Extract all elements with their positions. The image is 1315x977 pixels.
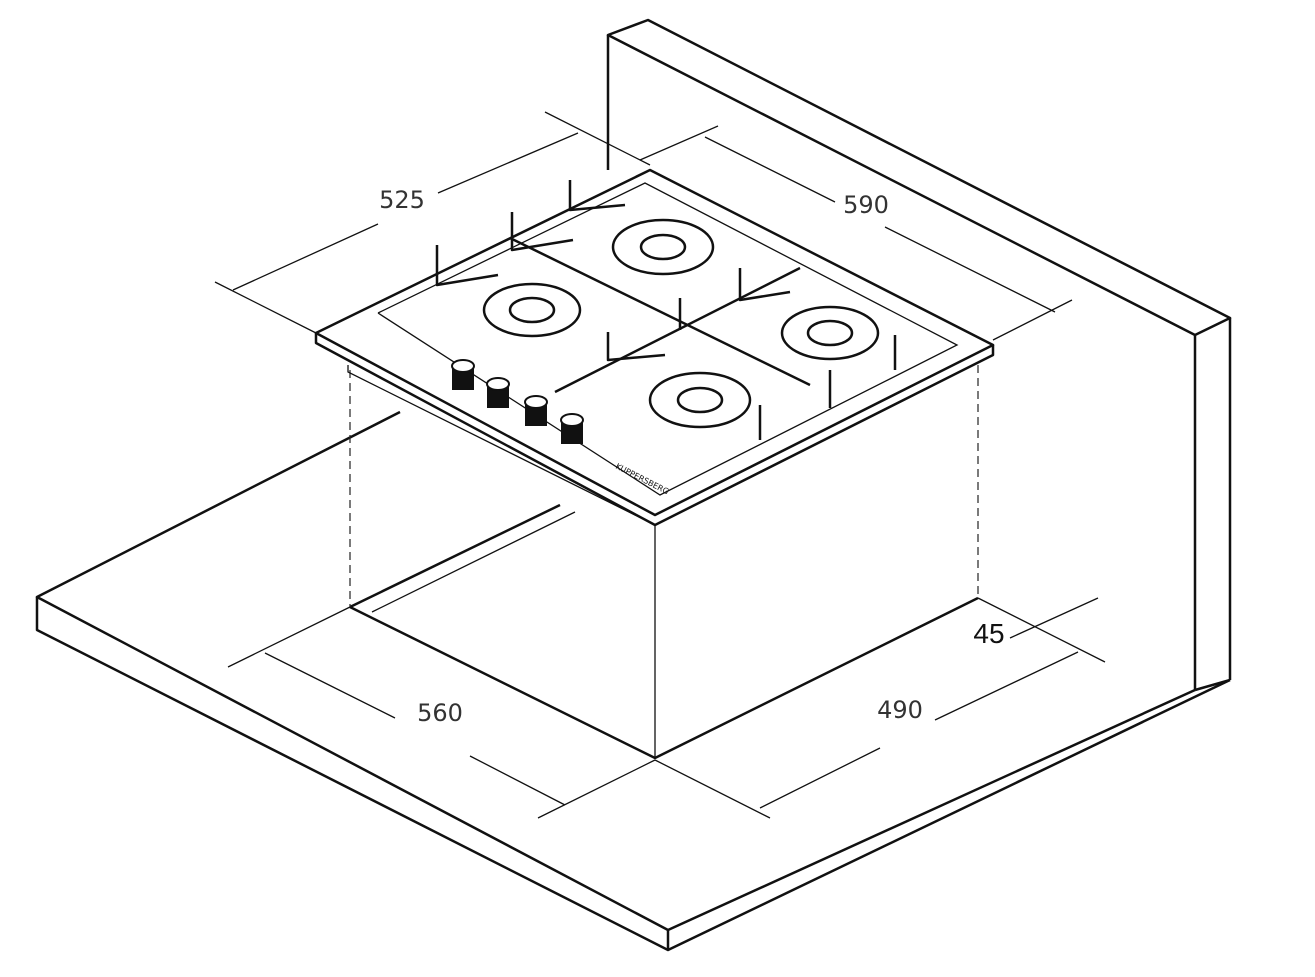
burner — [611, 218, 715, 276]
control-knobs — [451, 359, 584, 444]
dim-cutout-depth: 490 — [877, 696, 923, 724]
dim-cutout-width: 560 — [417, 699, 463, 727]
gas-hob: KUPPERSBERG — [314, 168, 995, 527]
pan-supports — [435, 180, 897, 440]
burner — [648, 371, 752, 429]
dimension-lines — [214, 111, 1106, 819]
control-knob[interactable] — [524, 395, 548, 426]
dim-wall-clearance: 45 — [973, 618, 1004, 649]
control-knob[interactable] — [486, 377, 510, 408]
burner — [482, 282, 582, 338]
dim-hob-width: 590 — [843, 191, 889, 219]
countertop — [35, 410, 1231, 952]
back-wall — [606, 18, 1232, 692]
control-knob[interactable] — [451, 359, 475, 390]
control-knob[interactable] — [560, 413, 584, 444]
countertop-cutout — [349, 365, 979, 760]
dim-hob-depth: 525 — [379, 186, 425, 214]
burner — [780, 305, 880, 361]
